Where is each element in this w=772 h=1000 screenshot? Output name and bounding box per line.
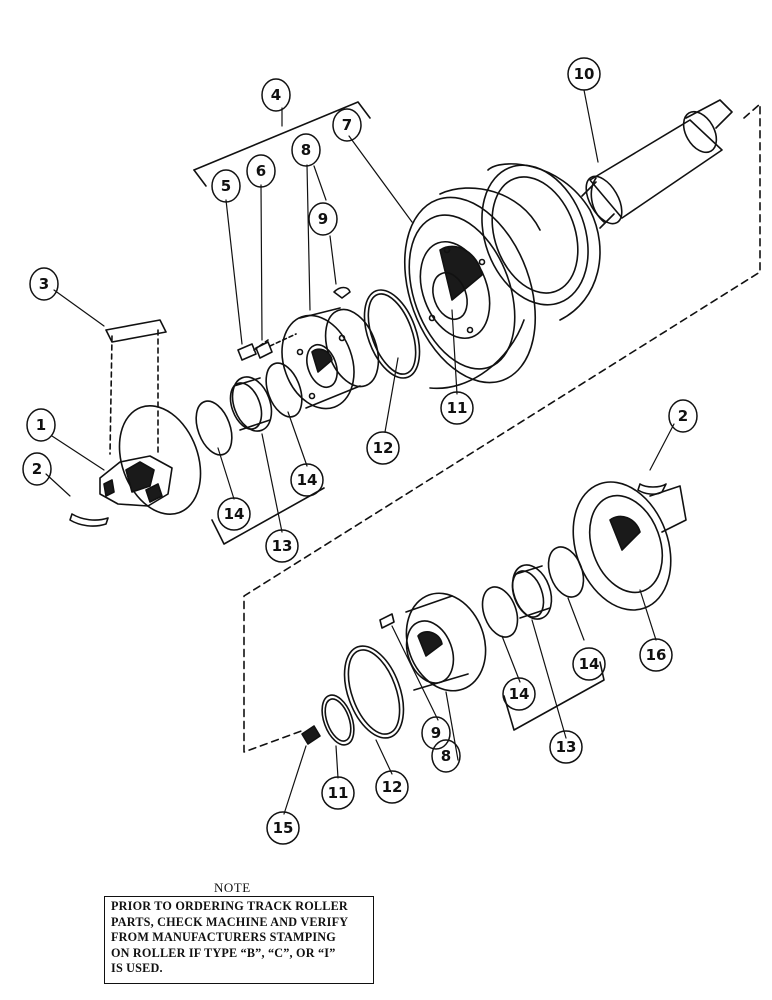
callout-2-upper: 2: [32, 460, 42, 478]
callout-circles: [22, 57, 698, 845]
lower-bearing-ring: [511, 564, 553, 620]
callout-2-lower: 2: [678, 407, 688, 425]
left-clip-part: [69, 513, 109, 527]
upper-collar-part: [253, 286, 380, 410]
callout-14-lower-front: 14: [509, 685, 530, 703]
plug-part: [301, 725, 321, 745]
callout-13-lower: 13: [556, 738, 577, 756]
roller-body-part: [403, 163, 601, 390]
callout-10: 10: [574, 65, 595, 83]
note-box: PRIOR TO ORDERING TRACK ROLLER PARTS, CH…: [104, 896, 374, 984]
callout-16: 16: [646, 646, 667, 664]
lower-o-ring-rear: [547, 546, 585, 598]
lower-collar-part: [379, 592, 487, 692]
callout-4: 4: [271, 86, 281, 104]
bolt-part: [237, 341, 273, 361]
shaft-part: [581, 99, 733, 229]
callout-6: 6: [256, 162, 266, 180]
callout-1: 1: [36, 416, 46, 434]
callout-14-upper-rear: 14: [297, 471, 318, 489]
end-bracket-part: [99, 319, 202, 516]
callout-14-lower-rear: 14: [579, 655, 600, 673]
callout-8-lower: 8: [441, 747, 451, 765]
lower-snap-ring: [321, 694, 355, 746]
callout-9-lower: 9: [431, 724, 441, 742]
upper-o-ring-front: [195, 400, 233, 456]
lower-seal-ring: [343, 645, 405, 739]
callout-8-upper: 8: [301, 141, 311, 159]
callout-9-upper: 9: [318, 210, 328, 228]
upper-bearing-ring: [229, 376, 273, 432]
note-title: NOTE: [214, 880, 251, 895]
callout-11-upper: 11: [447, 399, 468, 417]
assembly-centerline: [243, 103, 761, 753]
lower-o-ring-front: [481, 586, 519, 638]
group-bracket-lines: [193, 101, 605, 731]
callout-12-lower: 12: [382, 778, 403, 796]
callout-7: 7: [342, 116, 352, 134]
callout-11-lower: 11: [328, 784, 349, 802]
callout-5: 5: [221, 177, 231, 195]
callout-12-upper: 12: [373, 439, 394, 457]
lower-end-bracket-part: [572, 481, 687, 611]
callout-3: 3: [39, 275, 49, 293]
leader-lines: [45, 89, 675, 815]
callout-13-upper: 13: [272, 537, 293, 555]
upper-o-ring-rear: [265, 362, 303, 418]
upper-seal-ring: [363, 289, 421, 379]
callout-15: 15: [273, 819, 294, 837]
callout-14-upper-front: 14: [224, 505, 245, 523]
